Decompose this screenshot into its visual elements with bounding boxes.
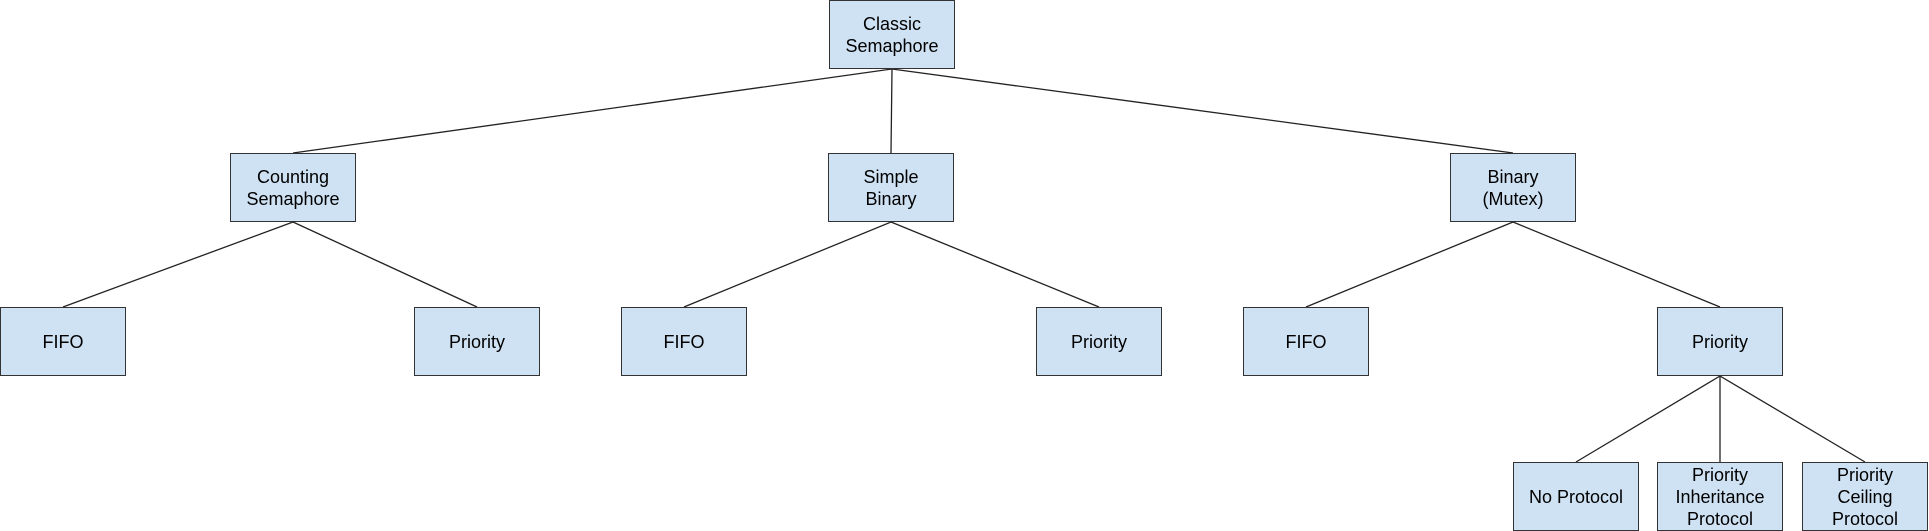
node-label: Priority Inheritance Protocol xyxy=(1675,464,1765,529)
node-classic-semaphore: Classic Semaphore xyxy=(829,0,955,69)
node-label: FIFO xyxy=(42,331,84,352)
node-label: Classic Semaphore xyxy=(845,13,939,56)
node-label: Priority xyxy=(448,331,505,352)
node-label: FIFO xyxy=(663,331,705,352)
edge-binary_priority-to-pcp xyxy=(1719,375,1866,463)
edge-root-to-counting xyxy=(292,68,893,154)
edge-simple-to-simple_fifo xyxy=(683,221,892,308)
edge-root-to-simple xyxy=(890,68,893,154)
node-label: Simple Binary xyxy=(863,166,919,209)
node-label: Counting Semaphore xyxy=(246,166,340,209)
node-binary-mutex: Binary (Mutex) xyxy=(1450,153,1576,222)
edge-simple-to-simple_priority xyxy=(890,221,1100,308)
node-label: No Protocol xyxy=(1528,486,1624,507)
node-priority-ceiling-protocol: Priority Ceiling Protocol xyxy=(1802,462,1928,531)
node-counting-semaphore: Counting Semaphore xyxy=(230,153,356,222)
node-counting-priority: Priority xyxy=(414,307,540,376)
node-counting-fifo: FIFO xyxy=(0,307,126,376)
edge-binary-to-binary_priority xyxy=(1512,221,1721,308)
node-binary-fifo: FIFO xyxy=(1243,307,1369,376)
node-simple-binary: Simple Binary xyxy=(828,153,954,222)
edge-counting-to-counting_fifo xyxy=(62,221,294,308)
node-binary-priority: Priority xyxy=(1657,307,1783,376)
node-label: Priority xyxy=(1070,331,1127,352)
connector-lines xyxy=(62,68,1866,463)
edge-binary_priority-to-no_protocol xyxy=(1575,375,1721,463)
edge-counting-to-counting_priority xyxy=(292,221,478,308)
node-label: Priority Ceiling Protocol xyxy=(1831,464,1899,529)
node-priority-inheritance-protocol: Priority Inheritance Protocol xyxy=(1657,462,1783,531)
node-label: FIFO xyxy=(1285,331,1327,352)
node-label: Priority xyxy=(1691,331,1748,352)
edge-root-to-binary xyxy=(891,68,1514,154)
node-simple-priority: Priority xyxy=(1036,307,1162,376)
node-label: Binary (Mutex) xyxy=(1482,166,1544,209)
node-no-protocol: No Protocol xyxy=(1513,462,1639,531)
node-simple-fifo: FIFO xyxy=(621,307,747,376)
edge-binary-to-binary_fifo xyxy=(1305,221,1514,308)
